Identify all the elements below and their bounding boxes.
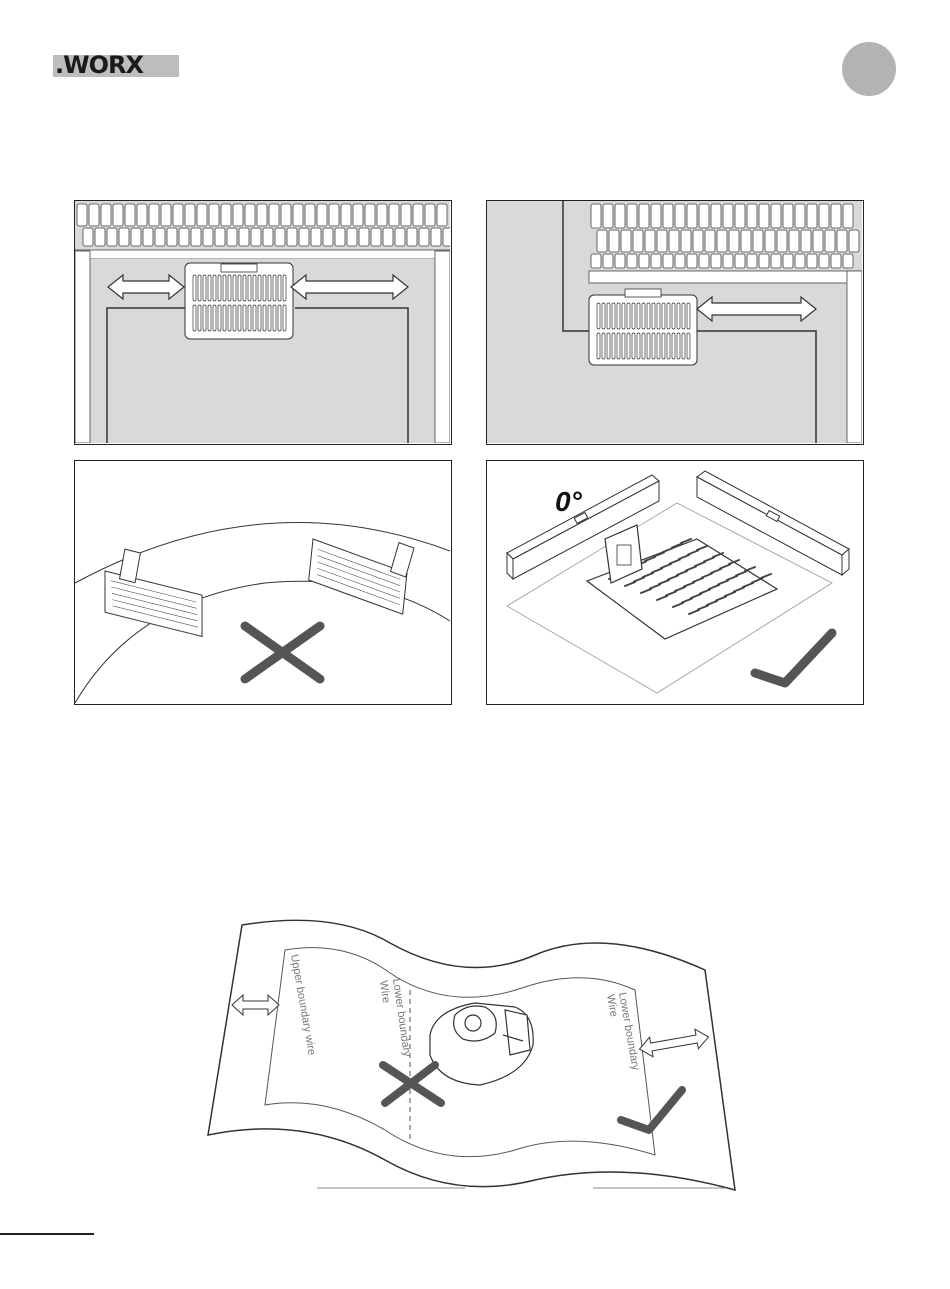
charging-station-base [587,525,777,639]
station-tilted-left [95,546,218,637]
figure-station-corner [486,200,864,445]
worx-logo: .WORX [53,55,179,77]
figure-boundary-wire-slope: Upper boundary wire Lower boundary Wire … [205,915,745,1195]
charging-station-base [589,289,697,365]
level-angle-label: 0° [555,486,583,517]
logo-text: .WORX [55,51,143,79]
figure-station-slope-incorrect [74,460,452,705]
figure-station-level-correct: 0° [486,460,864,705]
language-badge [842,42,896,96]
cross-icon [245,626,320,679]
brick-wall-corner [589,204,862,283]
footer-rule [0,1233,94,1235]
charging-station-base [185,263,293,339]
figure-station-centered [74,200,452,445]
checkmark-icon [755,633,832,683]
